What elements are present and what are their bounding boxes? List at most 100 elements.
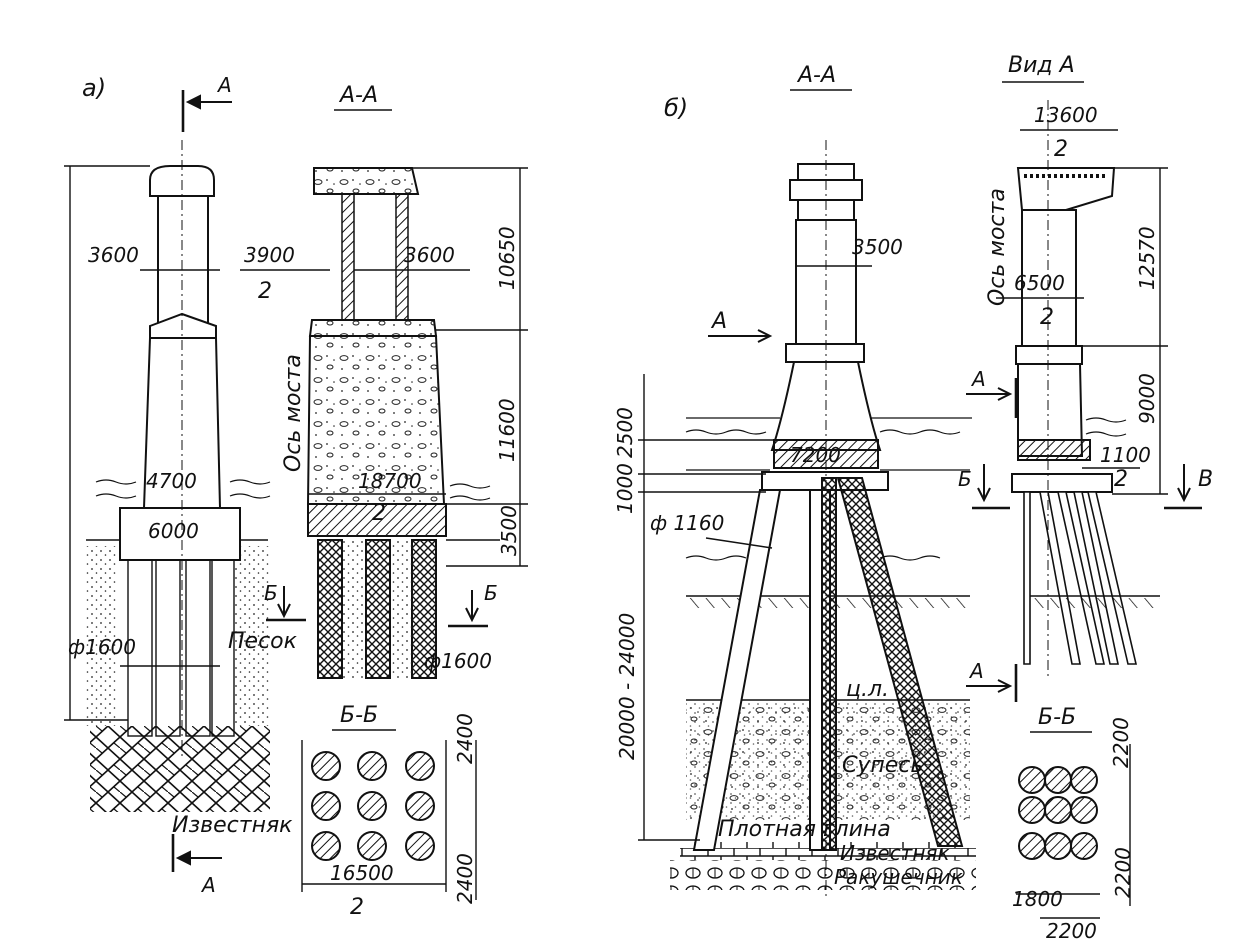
dim-h-1000: 1000 [613,463,637,514]
section-pile-center [821,477,837,851]
section-collar [308,319,438,337]
section-mark-label: А [216,73,232,97]
view-plan-title: Б-Б [1038,705,1076,730]
view-plan-width: 2200 [1046,919,1097,943]
piles [127,559,235,737]
pile-circle [311,831,341,861]
dim-cap-width: 3900 [244,243,295,267]
pier-collar [785,343,865,363]
pile-circle [311,751,341,781]
sand-between [342,540,366,678]
sand-label: Песок [228,629,298,654]
ground-hatch [1030,598,1160,608]
water-waves [1085,417,1127,437]
bridge-axis-label: Ось моста [281,354,306,472]
panel-a-elevation: а) А А 3600 4700 [64,73,298,897]
view-plan-width-left: 1800 [1012,887,1063,911]
pile-circle [1070,832,1098,860]
section-pile [365,539,391,679]
shell-rock-layer [670,860,976,890]
water-waves [95,479,271,499]
view-base: 1100 [1100,443,1151,467]
pier-collar [149,312,217,339]
dense-clay-label: Плотная глина [718,817,891,842]
dim-cap-width-div: 2 [258,279,272,304]
dim-found-width: 18700 [358,469,422,493]
view-col-div: 2 [1040,305,1054,330]
pile-circle [1070,766,1098,794]
panel-b-letter: б) [664,94,688,122]
limestone-layer [90,726,270,812]
view-column [1021,209,1077,347]
sandy-loam-label: Супесь [842,753,923,778]
pile-circle [405,831,435,861]
pile-circle [357,831,387,861]
view-plan-spacing1: 2200 [1109,717,1133,768]
arrow-a-label: А [710,309,727,334]
arrow-icon [966,387,1013,401]
arrow-icon [966,679,1013,693]
pile-circle [1018,832,1046,860]
plan-spacing1: 2400 [453,713,477,764]
pile-circle [1044,796,1072,824]
inclined-pile-right [836,477,964,847]
pile-circle [1044,832,1072,860]
pile-circle [405,751,435,781]
section-footing [307,503,447,537]
section-pile [411,539,437,679]
pile-circle [1018,796,1046,824]
shell-rock-label: Ракушечник [834,865,963,889]
view-top-width: 13600 [1034,103,1098,127]
pile-circle [1018,766,1046,794]
section-title: А-А [338,83,378,108]
view-collar [1015,345,1083,365]
plan-width: 16500 [330,861,394,885]
dim-grillage-width: 6000 [148,519,199,543]
dim-col-width: 3600 [88,243,139,267]
cut-b-label: Б [958,467,972,491]
dim-pile-diam-left: ф1600 [68,635,136,659]
pile-circle [357,791,387,821]
section-mark-label-bottom: А [200,873,216,897]
view-col-width: 6500 [1014,271,1065,295]
dim-h-piles: 20000 - 24000 [615,613,639,760]
view-arrow-a2: А [968,659,984,683]
plan-piles [311,751,435,861]
dim-pile-diam-right: ф1600 [424,649,492,673]
dim-base-width: 4700 [146,469,197,493]
cut-b-label-right: Б [484,581,498,605]
dim-col-width-section: 3600 [404,243,455,267]
panel-b-section-title: А-А [796,63,836,88]
arrow-icon [708,329,773,343]
panel-b-section: б) А-А 3500 7200 ф 1160 [613,63,1010,900]
dim-h-2500: 2500 [613,407,637,458]
view-base-div: 2 [1114,467,1128,492]
plan-width-div: 2 [350,895,364,920]
pile-circle [357,751,387,781]
limestone-label: Известняк [172,813,293,838]
dim-height-mid: 11600 [495,398,519,462]
view-top-div: 2 [1054,137,1068,162]
inclined-pile-left [692,489,782,851]
water-lines [685,417,972,561]
pile-circle [1044,766,1072,794]
panel-a-letter: а) [82,74,106,102]
pile-circle [1070,796,1098,824]
dim-height-bottom: 3500 [497,505,521,556]
arrow-icon [1177,464,1191,503]
sand-layer [86,546,118,726]
cut-b-label: Б [264,581,278,605]
dim-cap-width: 7200 [790,443,841,467]
plan-title: Б-Б [340,703,378,728]
pile-circle [311,791,341,821]
limestone-label: Известняк [840,841,950,865]
view-title: Вид А [1008,53,1075,78]
view-cap [1016,167,1116,211]
panel-b-view: Вид А Ось моста 13600 2 6500 2 1100 [966,53,1213,943]
pile-circle [405,791,435,821]
arrow-icon [175,850,222,866]
dim-height-top: 10650 [495,226,519,290]
view-height-top: 12570 [1135,226,1159,290]
sand-between [390,540,412,678]
